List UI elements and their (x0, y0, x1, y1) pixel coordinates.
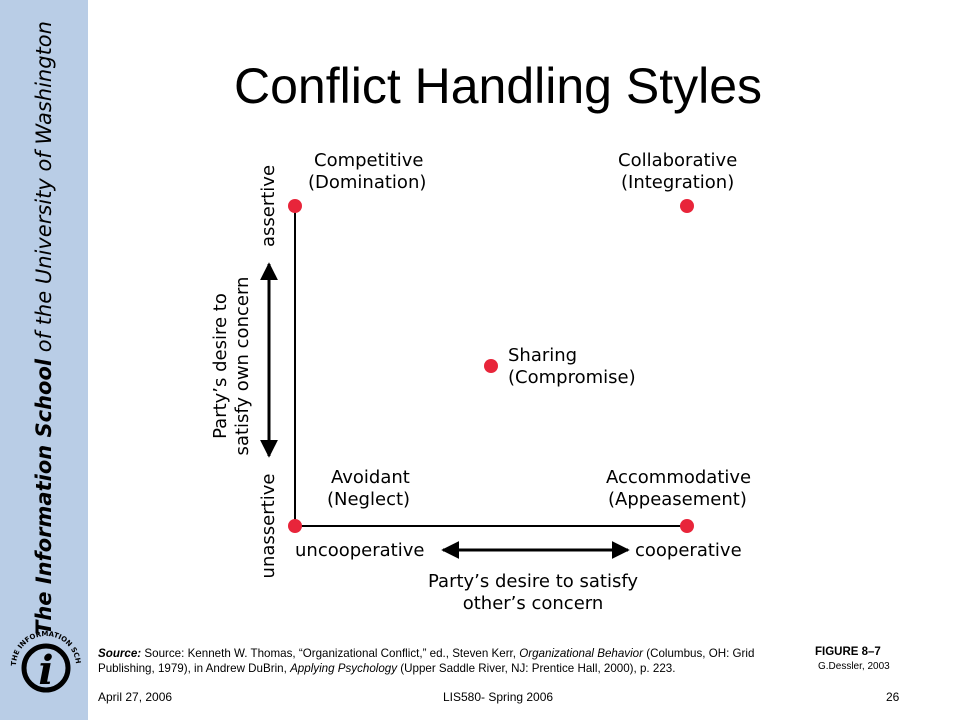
avoidant-sublabel: (Neglect) (327, 489, 410, 510)
sharing-label: Sharing (508, 345, 577, 366)
conflict-styles-diagram: Competitive (Domination) Collaborative (… (210, 150, 751, 614)
y-axis-title-line2: satisfy own concern (232, 277, 253, 456)
x-axis-low-label: uncooperative (295, 540, 424, 561)
y-axis-title-line1: Party’s desire to (210, 293, 231, 439)
x-axis-high-label: cooperative (635, 540, 742, 561)
sharing-sublabel: (Compromise) (508, 367, 636, 388)
logo-ring (21, 643, 71, 693)
source-book-2: Applying Psychology (290, 662, 398, 675)
footer-course: LIS580- Spring 2006 (443, 690, 554, 704)
source-text-2: (Columbus, OH: Grid Publishing, 1979), i… (98, 647, 755, 675)
footer-page-number: 26 (886, 690, 900, 704)
accommodative-sublabel: (Appeasement) (608, 489, 747, 510)
school-name: The Information School of the University… (32, 21, 56, 635)
competitive-label: Competitive (314, 150, 423, 171)
x-axis-title-line2: other’s concern (463, 593, 604, 614)
accommodative-label: Accommodative (606, 467, 751, 488)
competitive-sublabel: (Domination) (308, 172, 426, 193)
school-name-rest: of the University of Washington (32, 21, 56, 359)
source-citation: Source: Source: Kenneth W. Thomas, “Orga… (98, 646, 788, 676)
avoidant-dot (288, 519, 302, 533)
sidebar-banner: The Information School of the University… (0, 0, 88, 720)
source-book-1: Organizational Behavior (519, 647, 643, 660)
figure-credit: G.Dessler, 2003 (818, 661, 890, 672)
collaborative-dot (680, 199, 694, 213)
school-name-bold: The Information School (32, 358, 56, 635)
collaborative-label: Collaborative (618, 150, 737, 171)
avoidant-label: Avoidant (331, 467, 410, 488)
y-axis-high-label: assertive (258, 165, 279, 247)
source-label: Source: (98, 647, 142, 660)
logo-letter: i (38, 647, 53, 694)
figure-label: FIGURE 8–7 (815, 646, 881, 658)
competitive-dot (288, 199, 302, 213)
footer-date: April 27, 2006 (98, 690, 173, 704)
sharing-dot (484, 359, 498, 373)
slide-title: Conflict Handling Styles (233, 58, 763, 114)
y-axis-low-label: unassertive (258, 474, 279, 579)
collaborative-sublabel: (Integration) (621, 172, 734, 193)
x-axis-title-line1: Party’s desire to satisfy (428, 571, 638, 592)
ischool-logo: THE INFORMATION SCHOOL i (2, 606, 82, 694)
source-text-1: Source: Kenneth W. Thomas, “Organization… (141, 647, 520, 660)
source-text-3: (Upper Saddle River, NJ: Prentice Hall, … (397, 662, 676, 675)
accommodative-dot (680, 519, 694, 533)
